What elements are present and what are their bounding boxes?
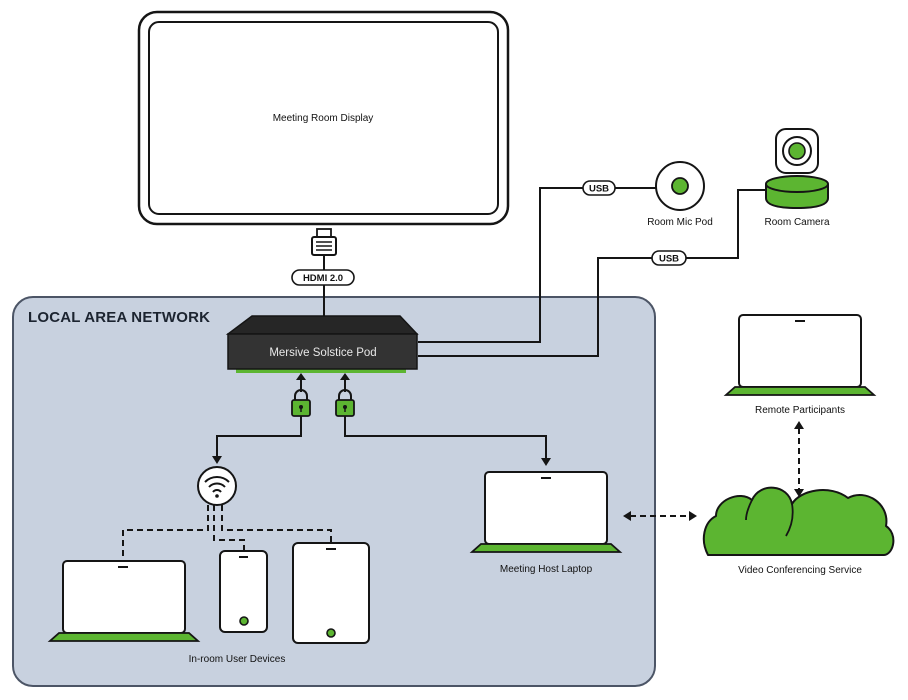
solstice-pod: Mersive Solstice Pod <box>225 315 419 373</box>
usb-cable-mic: USB <box>418 180 657 343</box>
camera-label: Room Camera <box>764 217 829 228</box>
display-label: Meeting Room Display <box>273 113 374 124</box>
lock-icon <box>335 389 355 417</box>
lock-icon <box>291 389 311 417</box>
hdmi-label-pill: HDMI 2.0 <box>291 269 355 286</box>
meeting-room-display: Meeting Room Display <box>137 10 510 226</box>
lan-links <box>212 416 551 466</box>
host-laptop-label: Meeting Host Laptop <box>500 564 593 575</box>
camera-icon: Room Camera <box>764 128 830 228</box>
microphone-icon: Room Mic Pod <box>647 161 713 228</box>
hdmi-label: HDMI 2.0 <box>303 273 343 284</box>
usb-label-mic: USB <box>589 184 609 195</box>
cloud-label: Video Conferencing Service <box>738 565 862 576</box>
phone-icon <box>219 550 268 633</box>
cloud-icon: Video Conferencing Service <box>702 486 895 576</box>
laptop-icon: Remote Participants <box>723 314 877 416</box>
tablet-icon <box>292 542 370 644</box>
usb-label-camera: USB <box>659 254 679 265</box>
laptop-icon: Meeting Host Laptop <box>469 471 623 575</box>
usb-cable-camera: USB <box>418 189 768 357</box>
wifi-icon <box>197 466 237 506</box>
laptop-icon <box>47 560 201 642</box>
user-devices-label: In-room User Devices <box>189 654 286 665</box>
wireless-links <box>122 505 332 562</box>
remote-label: Remote Participants <box>755 405 845 416</box>
pod-label: Mersive Solstice Pod <box>269 347 376 359</box>
remote-cloud-link <box>794 421 804 497</box>
lan-title: LOCAL AREA NETWORK <box>28 309 210 326</box>
mic-label: Room Mic Pod <box>647 217 713 228</box>
hdmi-connector-icon <box>311 228 337 320</box>
host-cloud-link <box>623 511 697 521</box>
